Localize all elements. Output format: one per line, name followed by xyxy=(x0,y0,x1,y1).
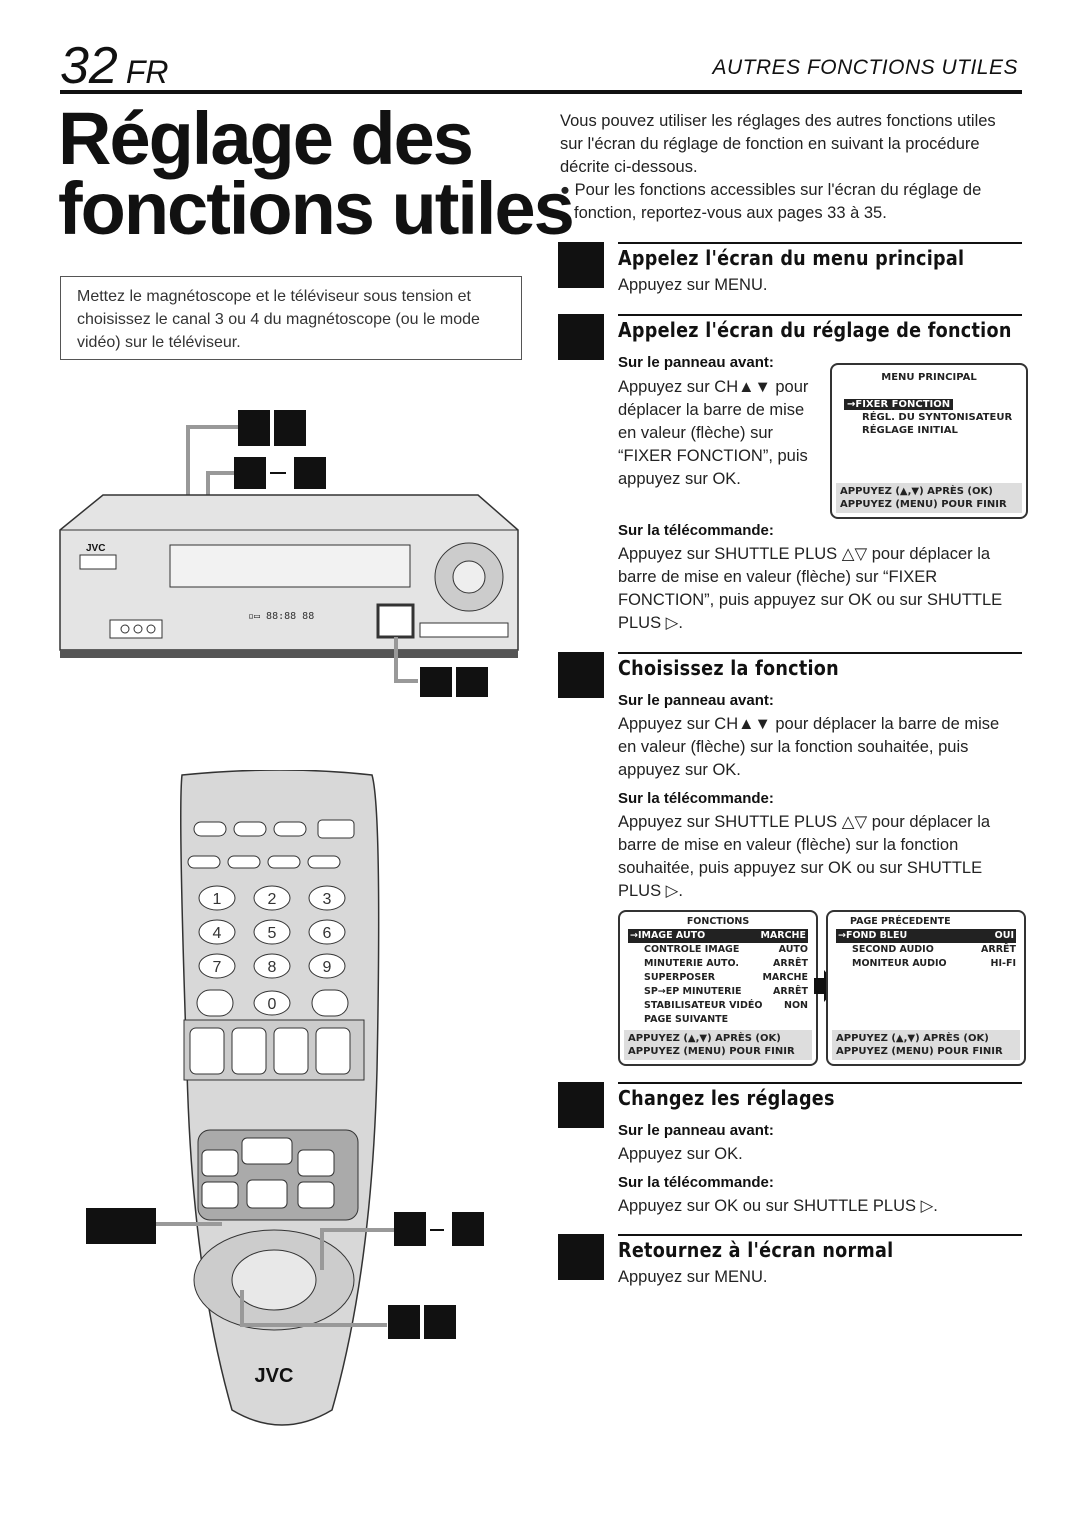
key-3-button xyxy=(308,885,346,911)
step-5: Retournez à l'écran normal Appuyez sur M… xyxy=(558,1234,1022,1294)
step-number-box xyxy=(558,1234,604,1280)
key-label: 8 xyxy=(268,959,277,976)
key-label: 5 xyxy=(268,925,277,942)
header-rule xyxy=(60,90,1022,94)
step-number-box xyxy=(558,242,604,288)
step-heading: Retournez à l'écran normal xyxy=(618,1238,894,1262)
vcr-brand: JVC xyxy=(86,543,105,554)
key-1-button xyxy=(198,885,236,911)
intro: Vous pouvez utiliser les réglages des au… xyxy=(560,112,996,222)
svg-text:▫▭ 88:88 88: ▫▭ 88:88 88 xyxy=(248,611,314,622)
vcr-illustration: ▫▭ 88:88 88 JVC xyxy=(59,410,519,697)
key-label: 7 xyxy=(213,959,222,976)
key-label: 4 xyxy=(213,925,222,942)
remote-brand: JVC xyxy=(255,1365,294,1387)
step-heading: Choisissez la fonction xyxy=(618,656,839,680)
menu-row: MINUTERIE AUTO.ARRÊT xyxy=(644,958,808,969)
key-5-button xyxy=(253,919,291,945)
key-8-button xyxy=(253,953,291,979)
key-4-button xyxy=(198,919,236,945)
step-1: Appelez l'écran du menu principal Appuye… xyxy=(558,242,1022,302)
key-9-button xyxy=(308,953,346,979)
step-heading: Appelez l'écran du réglage de fonction xyxy=(618,318,1012,342)
step-heading: Changez les réglages xyxy=(618,1086,835,1110)
key-label: 3 xyxy=(323,891,332,908)
remote-illustration: 1 2 3 4 5 6 7 8 9 0 JVC xyxy=(86,770,484,1426)
step-3: Choisissez la fonction Sur le panneau av… xyxy=(558,652,1022,902)
key-label: 2 xyxy=(268,891,277,908)
step-4: Changez les réglages Sur le panneau avan… xyxy=(558,1082,1022,1222)
step-2: Appelez l'écran du réglage de fonction S… xyxy=(558,314,1022,644)
step-heading: Appelez l'écran du menu principal xyxy=(618,246,965,270)
key-7-button xyxy=(198,953,236,979)
key-label: 1 xyxy=(213,891,222,908)
step-number-box xyxy=(558,1082,604,1128)
key-label: 6 xyxy=(323,925,332,942)
key-label: 9 xyxy=(323,959,332,976)
section-title: AUTRES FONCTIONS UTILES xyxy=(712,56,1018,79)
key-label: 0 xyxy=(268,996,277,1013)
step-number-box xyxy=(558,314,604,360)
step-number-box xyxy=(558,652,604,698)
setup-note: Mettez le magnétoscope et le téléviseur … xyxy=(60,276,522,360)
key-0-button xyxy=(253,990,291,1016)
key-6-button xyxy=(308,919,346,945)
menu-row: PAGE SUIVANTE xyxy=(644,1014,729,1025)
menu-principal-screen: MENU PRINCIPAL →FIXER FONCTION RÉGL. DU … xyxy=(830,363,1028,519)
key-2-button xyxy=(253,885,291,911)
